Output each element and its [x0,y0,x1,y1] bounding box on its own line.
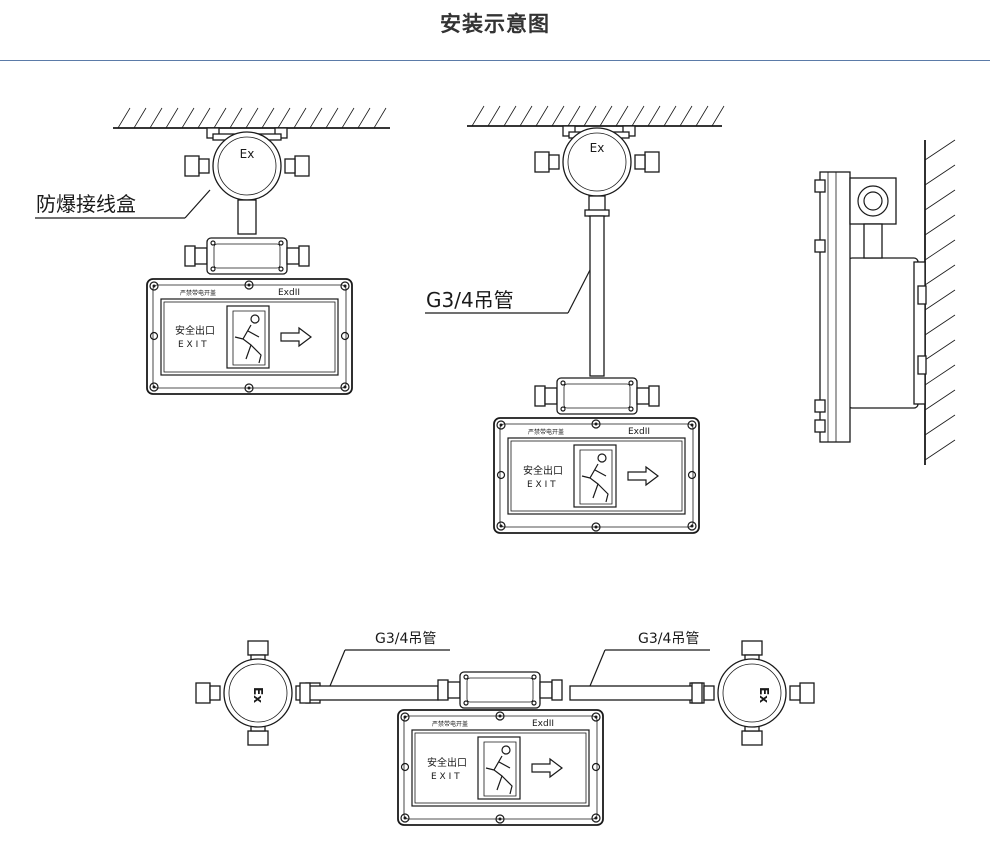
sign-text-cn-1: 安全出口 [175,324,215,337]
page-title: 安装示意图 [440,12,550,36]
ex-mark-1: Ex [240,147,255,161]
sign-rating-2: ExdII [628,427,650,437]
ex-mark-4: Ex [757,687,771,703]
sign-warning-1: 严禁带电开盖 [180,289,216,297]
sign-text-en-1: E X I T [178,340,207,350]
sign-text-cn-3: 安全出口 [427,756,467,769]
sign-text-en-2: E X I T [527,480,556,490]
sign-text-en-3: E X I T [431,772,460,782]
pipe-label-left: G3/4吊管 [375,631,436,647]
sign-text-cn-2: 安全出口 [523,464,563,477]
title-divider [0,60,990,61]
sign-warning-3: 严禁带电开盖 [432,720,468,728]
pipe-label-right: G3/4吊管 [638,631,699,647]
sign-rating-1: ExdII [278,288,300,298]
figure-ceiling-pendant: Ex G3/4吊管 严禁带电开盖 ExdII 安全出口 E X I T [425,105,725,534]
figure-side-view [814,139,956,465]
sign-warning-2: 严禁带电开盖 [528,428,564,436]
figure-ceiling-direct: Ex 严禁带电开盖 ExdII 安全出口 E X I T 防爆接线盒 [35,107,390,395]
ex-mark-3: Ex [251,687,265,703]
pipe-label-main: G3/4吊管 [426,288,514,312]
sign-rating-3: ExdII [532,719,554,729]
ex-mark-2: Ex [590,141,605,155]
figure-horizontal-run: Ex Ex G3/4吊管 G3/4吊管 严禁带电开盖 ExdII 安全出口 E … [195,631,815,826]
junction-box-label: 防爆接线盒 [36,192,136,216]
